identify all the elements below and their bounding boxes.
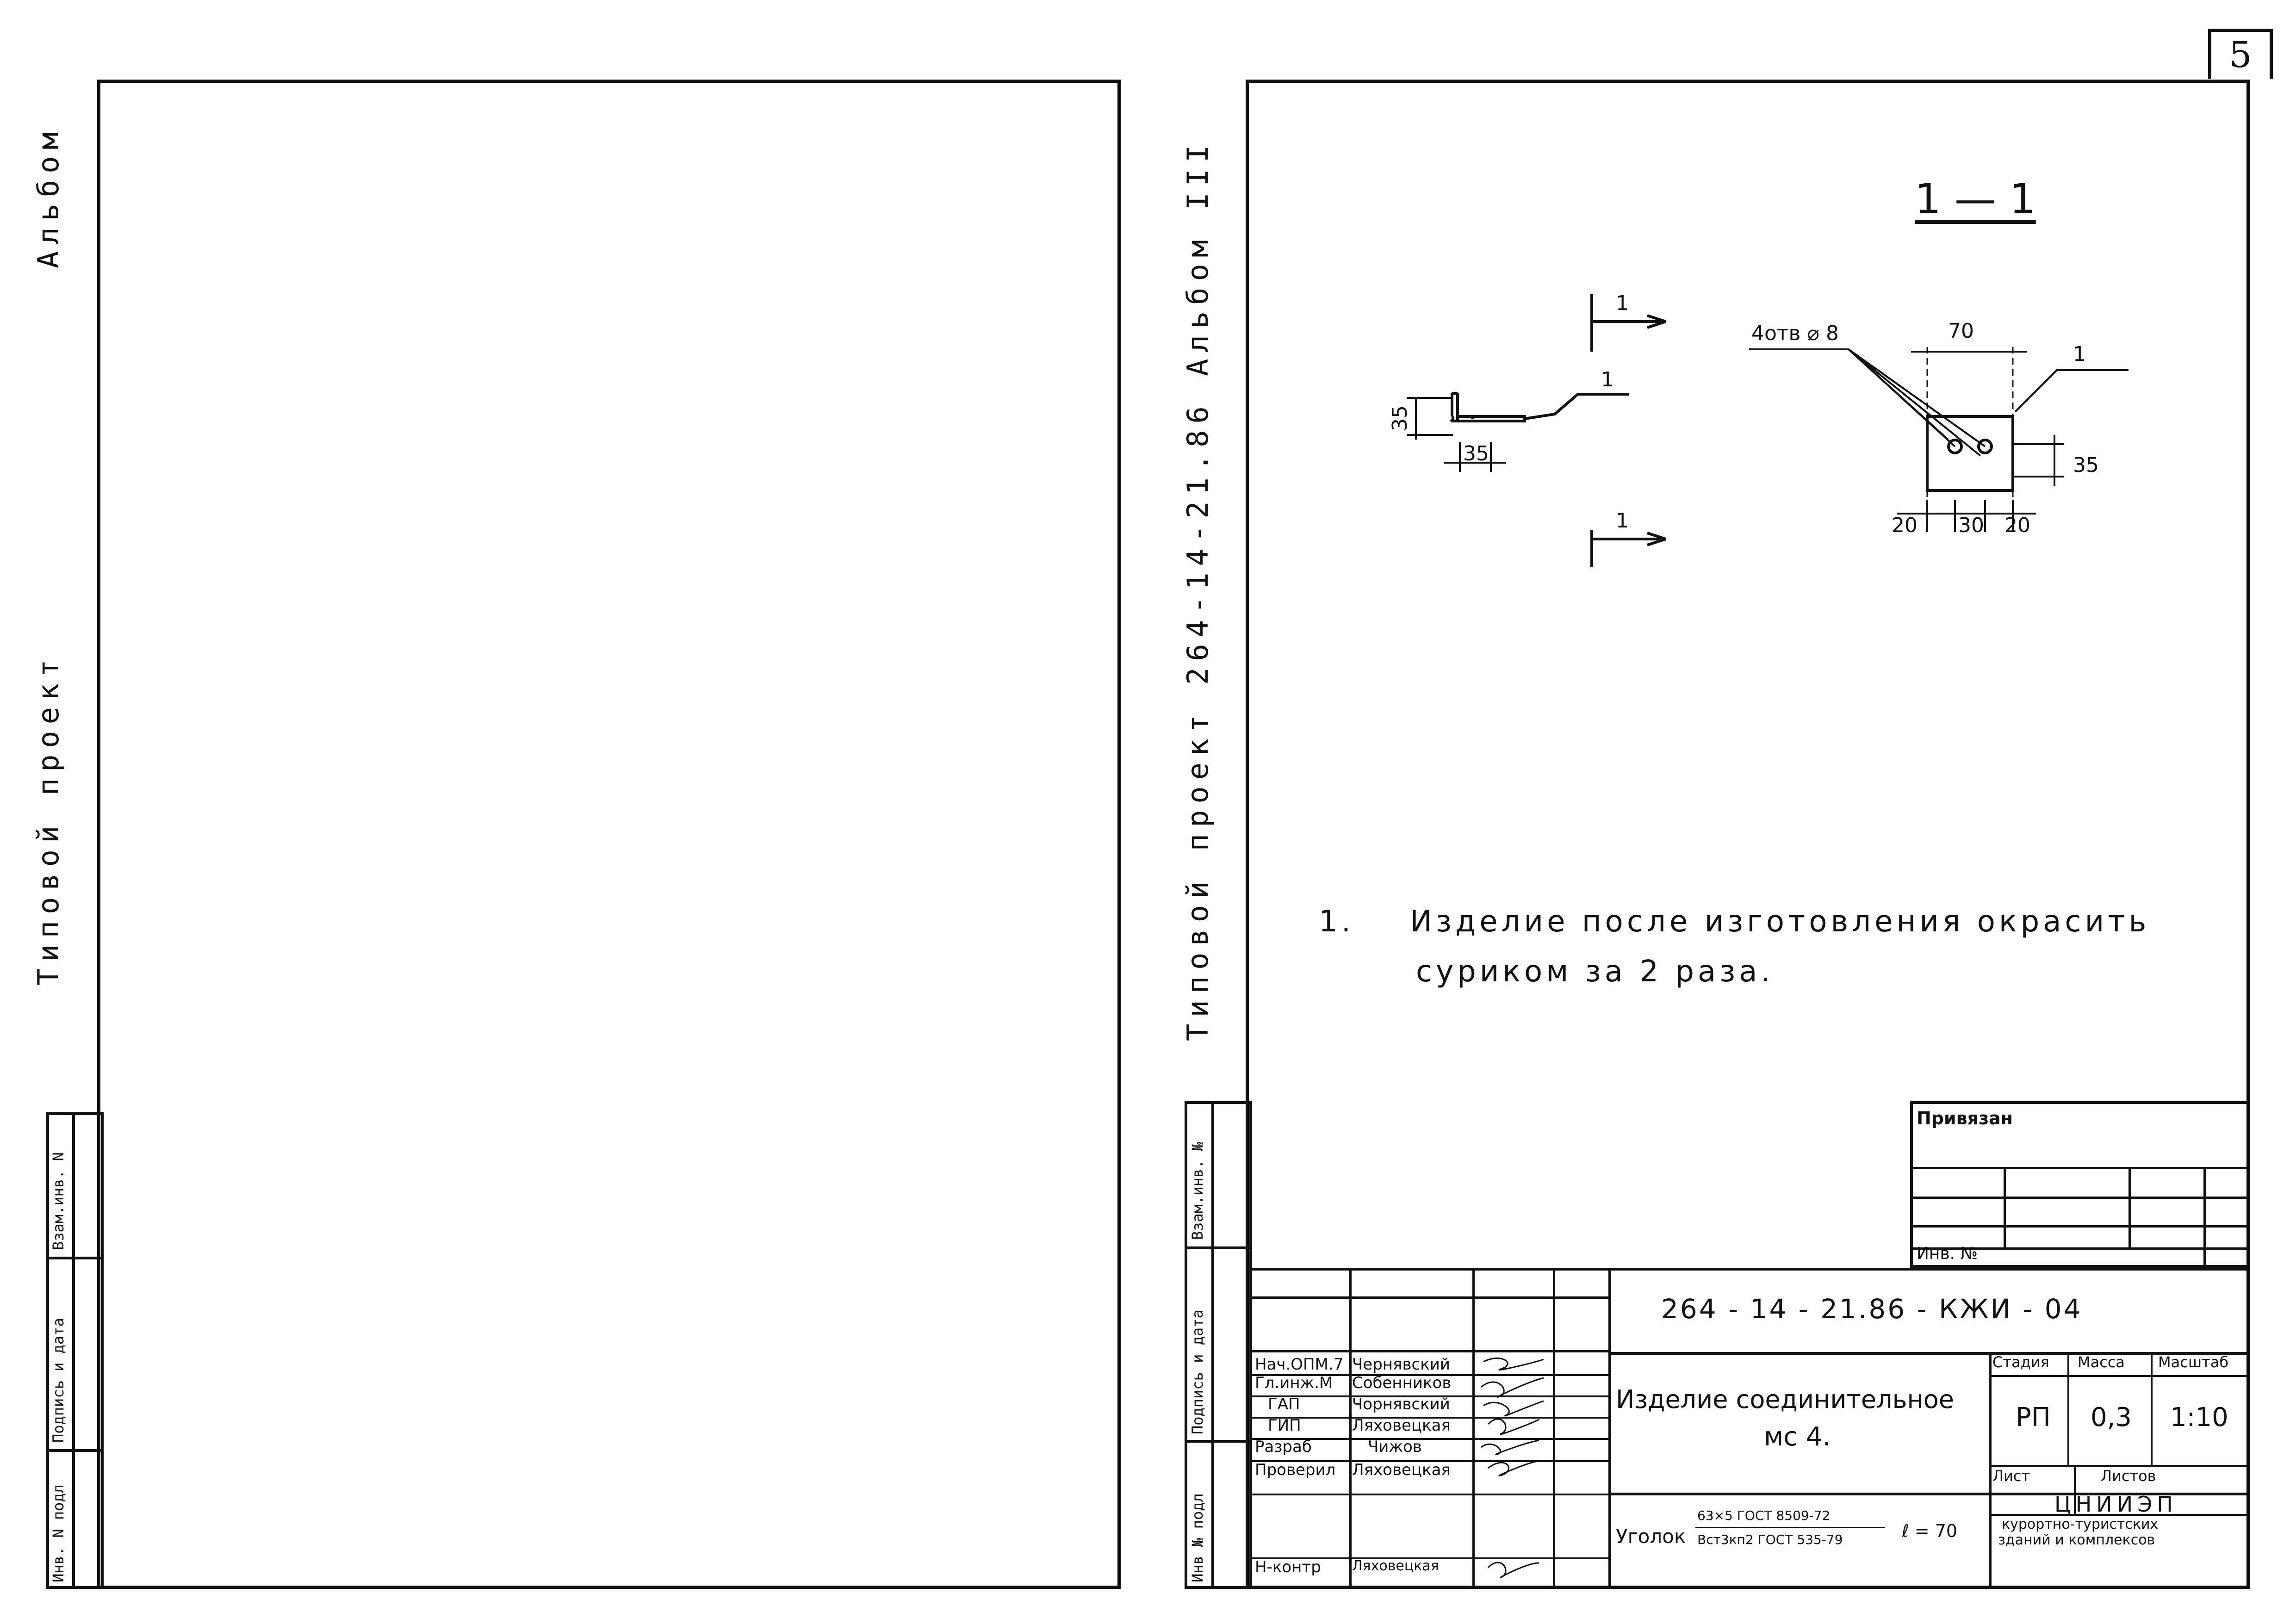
left-stamp-label-inv: Инв. N подл xyxy=(50,1484,67,1582)
leader-1a-label: 1 xyxy=(1616,291,1629,315)
material-length: ℓ = 70 xyxy=(1902,1521,1958,1541)
material-label: Уголок xyxy=(1616,1525,1686,1548)
sig-name-7: Ляховецкая xyxy=(1352,1558,1439,1574)
left-stamp-column xyxy=(46,1112,104,1589)
section-mark-bottom-line xyxy=(1590,530,1666,567)
right-stamp-label-sign: Подпись и дата xyxy=(1189,1309,1206,1434)
sig-role-3: ГАП xyxy=(1268,1395,1300,1414)
binding-inv-label: Инв. № xyxy=(1917,1244,1978,1263)
section-label: 1 — 1 xyxy=(1915,175,2036,223)
material-fraction-line xyxy=(1695,1527,1885,1528)
left-project-title: Типовой проект xyxy=(31,653,65,986)
plate-rect xyxy=(1926,415,2014,492)
sig-name-6: Ляховецкая xyxy=(1352,1461,1451,1479)
section-mark-top-line xyxy=(1590,294,1666,352)
sig-role-2: Гл.инж.М xyxy=(1255,1374,1333,1392)
hole-right xyxy=(1977,439,1993,454)
callout-holes: 4отв ⌀ 8 xyxy=(1751,322,1839,345)
left-album-title: Альбом xyxy=(31,126,65,268)
sheets-label: Листов xyxy=(2101,1467,2156,1485)
sig-name-3: Чорнявский xyxy=(1352,1395,1450,1414)
sig-name-4: Ляховецкая xyxy=(1352,1416,1451,1435)
right-stamp-label-inv: Инв № подл xyxy=(1189,1493,1206,1582)
technical-drawing: 1 1 1 35 35 4отв ⌀ 8 70 1 35 20 30 20 xyxy=(1388,291,2128,567)
item-name-line-2: мс 4. xyxy=(1764,1422,1831,1452)
plate-leader-label: 1 xyxy=(2073,342,2086,366)
sig-role-7: Н-контр xyxy=(1255,1558,1321,1576)
dim-70: 70 xyxy=(1948,319,1974,343)
left-sheet-frame xyxy=(97,80,1121,1589)
title-block xyxy=(1252,1268,2250,1589)
right-stamp-column xyxy=(1185,1101,1252,1589)
scale-value: 1:10 xyxy=(2170,1402,2228,1432)
material-top: 63×5 ГОСТ 8509-72 xyxy=(1697,1508,1831,1523)
right-stamp-label-replace: Взам.инв. № xyxy=(1189,1142,1206,1240)
item-name-line-1: Изделие соединительное xyxy=(1616,1385,1955,1414)
sig-name-1: Чернявский xyxy=(1352,1355,1450,1374)
binding-title: Привязан xyxy=(1917,1108,2013,1128)
dim-20-a: 20 xyxy=(1892,514,1917,537)
note-line-2: суриком за 2 раза. xyxy=(1416,955,1774,989)
signature-scribbles xyxy=(1481,1357,1544,1579)
note-line-1: Изделие после изготовления окрасить xyxy=(1410,905,2150,939)
stage-value: РП xyxy=(2016,1402,2051,1432)
section-mark-top-arrow xyxy=(1647,314,1666,329)
dim-30: 30 xyxy=(1958,514,1984,537)
sheet-label: Лист xyxy=(1992,1467,2030,1485)
sig-name-2: Собенников xyxy=(1352,1374,1452,1392)
angle-leader-label: 1 xyxy=(1601,368,1614,391)
stage-header: Стадия xyxy=(1992,1353,2049,1371)
left-stamp-label-replace: Взам.инв. N xyxy=(50,1152,67,1250)
sig-role-1: Нач.ОПМ.7 xyxy=(1255,1355,1344,1374)
dim-35-right: 35 xyxy=(2073,453,2099,477)
doc-code: 264 - 14 - 21.86 - КЖИ - 04 xyxy=(1661,1293,2083,1325)
org-line-3: зданий и комплексов xyxy=(1998,1532,2155,1548)
sig-role-6: Проверил xyxy=(1255,1461,1336,1479)
sig-role-5: Разраб xyxy=(1255,1438,1312,1456)
dim-35-left: 35 xyxy=(1388,405,1412,431)
sig-name-5: Чижов xyxy=(1368,1438,1422,1456)
sig-role-4: ГИП xyxy=(1268,1416,1301,1435)
leader-1b-label: 1 xyxy=(1616,509,1629,533)
org-line-2: курортно-туристских xyxy=(2002,1516,2159,1532)
mass-value: 0,3 xyxy=(2091,1402,2132,1432)
org-line-1: ЦНИИЭП xyxy=(2054,1492,2178,1517)
page-number: 5 xyxy=(2229,34,2252,76)
page-number-box: 5 xyxy=(2208,29,2273,79)
note-block: 1. Изделие после изготовления окрасить с… xyxy=(1319,905,2150,989)
material-bottom: Вст3кп2 ГОСТ 535-79 xyxy=(1697,1532,1843,1547)
left-stamp-label-sign: Подпись и дата xyxy=(50,1318,67,1443)
right-sheet-frame xyxy=(1246,80,2250,1589)
binding-box xyxy=(1910,1101,2250,1269)
mass-header: Масса xyxy=(2078,1353,2125,1371)
hole-left xyxy=(1947,439,1963,454)
dim-35-bottom: 35 xyxy=(1463,442,1489,465)
dim-20-b: 20 xyxy=(2004,514,2030,537)
right-vertical-title: Типовой проект 264-14-21.86 Альбом III xyxy=(1181,138,1215,1041)
note-number: 1. xyxy=(1319,905,1355,939)
scale-header: Масштаб xyxy=(2158,1353,2229,1371)
